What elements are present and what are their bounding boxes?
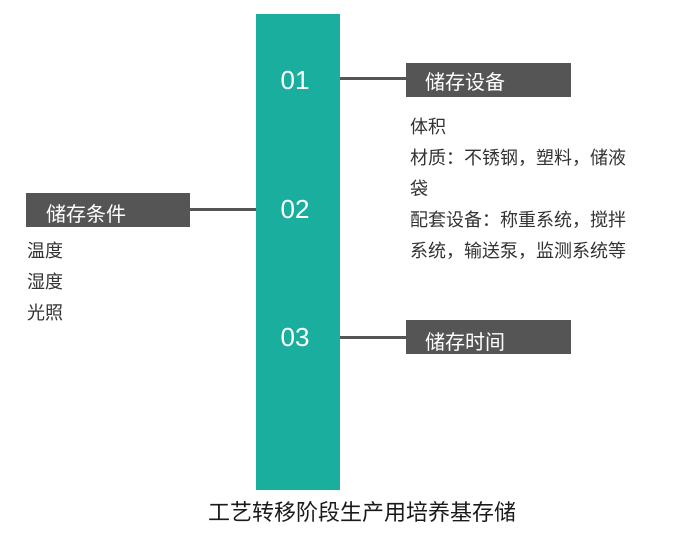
label-storage-conditions: 储存条件 (26, 193, 190, 227)
storage-condition-details: 温度 湿度 光照 (27, 236, 147, 329)
condition-detail-line: 光照 (27, 303, 63, 324)
condition-detail-line: 湿度 (27, 272, 63, 293)
equipment-detail-line: 袋 (410, 179, 428, 200)
equipment-detail-line: 系统，输送泵，监测系统等 (410, 241, 626, 262)
storage-equipment-details: 体积 材质：不锈钢，塑料，储液 袋 配套设备：称重系统，搅拌 系统，输送泵，监测… (410, 112, 680, 267)
condition-detail-line: 温度 (27, 241, 63, 262)
connector-02 (189, 208, 256, 211)
label-storage-time: 储存时间 (406, 320, 571, 354)
step-number-02: 02 (280, 194, 310, 224)
equipment-detail-line: 体积 (410, 117, 446, 138)
equipment-detail-line: 材质：不锈钢，塑料，储液 (410, 148, 626, 169)
connector-01 (340, 77, 408, 80)
label-storage-equipment: 储存设备 (406, 63, 571, 97)
equipment-detail-line: 配套设备：称重系统，搅拌 (410, 210, 626, 231)
connector-03 (340, 336, 408, 339)
diagram-caption: 工艺转移阶段生产用培养基存储 (207, 501, 516, 526)
step-number-01: 01 (280, 65, 310, 95)
step-number-03: 03 (280, 322, 310, 352)
timeline-bar (256, 14, 340, 490)
